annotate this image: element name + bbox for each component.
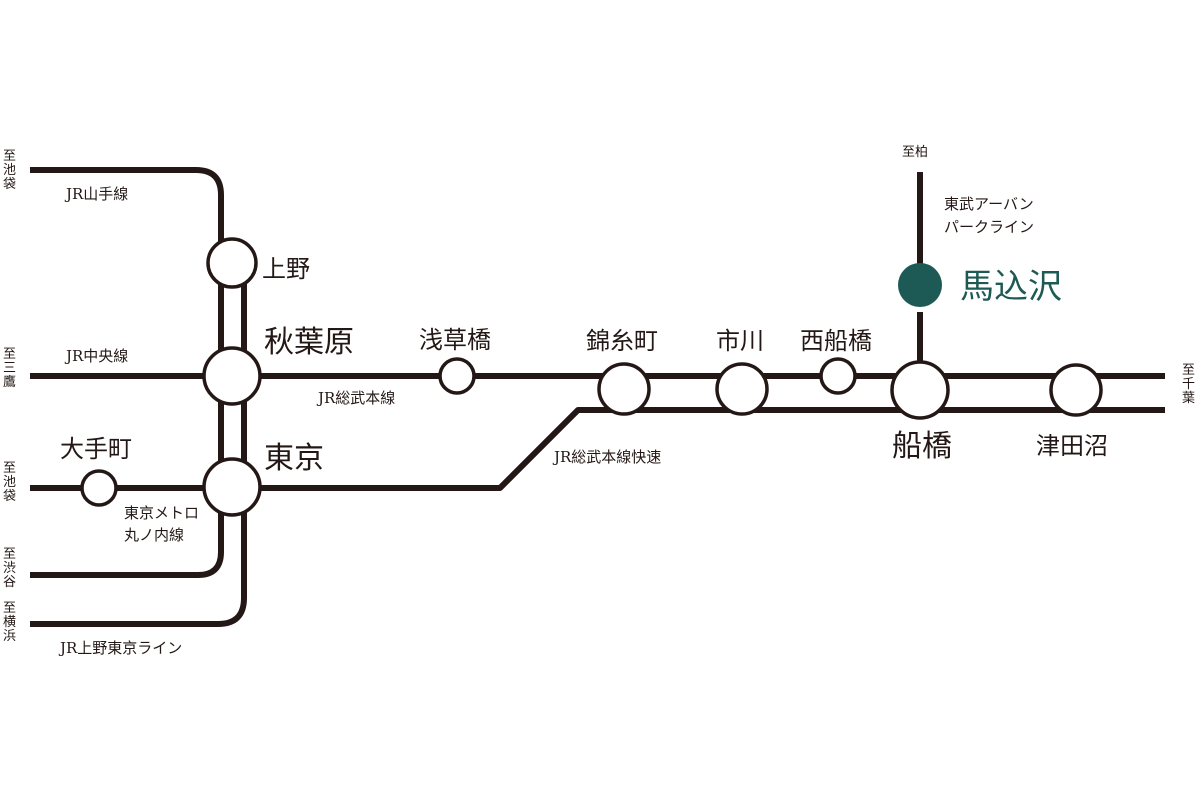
svg-text:葉: 葉 xyxy=(1182,391,1195,406)
direction-chiba: 至 千 葉 xyxy=(1182,363,1195,406)
station-ueno[interactable] xyxy=(206,237,258,289)
sobu-rapid-line xyxy=(232,407,1165,491)
direction-ikebukuro-1: 至 池 袋 xyxy=(3,149,16,192)
station-nishifunabashi[interactable] xyxy=(819,357,857,395)
direction-ikebukuro-2: 至 池 袋 xyxy=(3,461,16,504)
direction-yokohama: 至 横 浜 xyxy=(3,601,16,644)
station-asakusabashi[interactable] xyxy=(438,357,476,395)
svg-text:至: 至 xyxy=(3,601,16,616)
label-kinshicho: 錦糸町 xyxy=(586,327,658,355)
label-ichikawa: 市川 xyxy=(716,327,764,355)
svg-text:鷹: 鷹 xyxy=(3,375,16,390)
label-tsudanuma: 津田沼 xyxy=(1036,432,1108,460)
label-sobu: JR総武本線 xyxy=(316,389,395,407)
svg-text:千: 千 xyxy=(1182,377,1195,392)
svg-text:至: 至 xyxy=(3,461,16,476)
svg-text:谷: 谷 xyxy=(3,575,16,590)
label-ueno: 上野 xyxy=(262,255,310,283)
label-asakusabashi: 浅草橋 xyxy=(419,326,491,354)
svg-text:渋: 渋 xyxy=(3,561,16,576)
svg-text:袋: 袋 xyxy=(3,489,16,504)
svg-text:池: 池 xyxy=(3,163,16,178)
svg-text:池: 池 xyxy=(3,475,16,490)
label-akihabara: 秋葉原 xyxy=(264,325,354,360)
station-funabashi[interactable] xyxy=(890,360,950,420)
label-nishifunabashi: 西船橋 xyxy=(800,327,872,355)
station-tokyo[interactable] xyxy=(202,457,262,517)
station-magomezawa[interactable] xyxy=(898,263,942,307)
direction-kashiwa: 至柏 xyxy=(902,145,928,160)
label-yamanote: JR山手線 xyxy=(64,185,128,203)
direction-mitaka: 至 三 鷹 xyxy=(3,347,16,390)
svg-text:浜: 浜 xyxy=(3,629,16,644)
svg-text:至: 至 xyxy=(3,149,16,164)
svg-text:至: 至 xyxy=(3,347,16,362)
svg-text:至: 至 xyxy=(3,547,16,562)
label-tokyo: 東京 xyxy=(264,441,324,476)
label-otemachi: 大手町 xyxy=(60,435,132,463)
station-ichikawa[interactable] xyxy=(715,362,769,416)
label-marunouchi-2: 丸ノ内線 xyxy=(124,526,184,544)
direction-shibuya: 至 渋 谷 xyxy=(3,547,16,590)
station-otemachi[interactable] xyxy=(80,469,118,507)
svg-text:至: 至 xyxy=(1182,363,1195,378)
label-tobu-1: 東武アーバン xyxy=(944,195,1034,213)
svg-text:横: 横 xyxy=(3,615,16,630)
label-tobu-2: パークライン xyxy=(944,218,1034,236)
label-ueno-tokyo: JR上野東京ライン xyxy=(58,639,182,657)
label-sobu-rapid: JR総武本線快速 xyxy=(552,448,661,466)
svg-text:三: 三 xyxy=(3,361,16,376)
ueno-tokyo-line xyxy=(30,262,247,627)
station-akihabara[interactable] xyxy=(202,346,262,406)
label-marunouchi-1: 東京メトロ xyxy=(124,504,199,522)
svg-text:袋: 袋 xyxy=(3,177,16,192)
label-chuo: JR中央線 xyxy=(64,347,128,365)
label-funabashi: 船橋 xyxy=(892,429,952,464)
label-magomezawa: 馬込沢 xyxy=(960,267,1062,307)
station-kinshicho[interactable] xyxy=(597,362,651,416)
station-tsudanuma[interactable] xyxy=(1049,363,1103,417)
